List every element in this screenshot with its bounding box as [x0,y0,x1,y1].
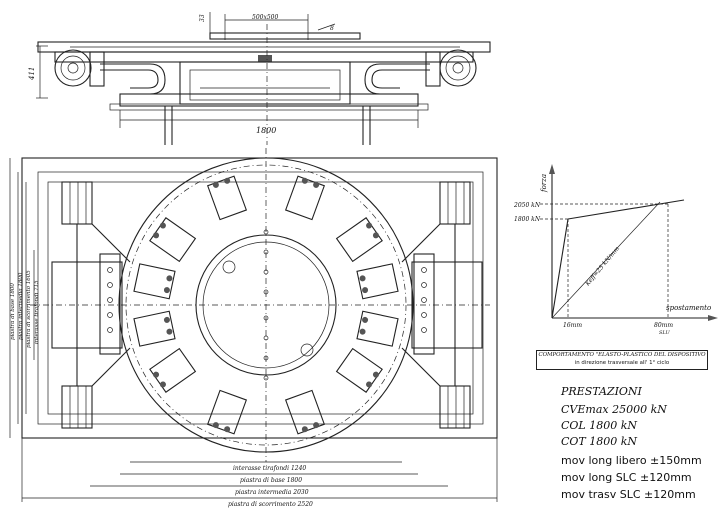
slope-label: Keff=25 kN/mm [584,245,622,288]
performance-item-4: mov long libero ±150mm [561,454,702,467]
plan-view: piastra di base 1800 piastra intermedia … [9,148,498,508]
hlabel-4: piastra di scorrimento 2520 [228,501,313,508]
dim-1800: 1800 [256,126,276,135]
dim-500x500: 500x500 [252,14,278,21]
dim-411: 411 [28,67,36,81]
y-tick-2050: 2050 kN [513,202,541,209]
x-tick-80: 80mm [654,322,673,329]
performance-title: PRESTAZIONI [561,385,642,398]
y-tick-1800: 1800 kN [514,216,541,223]
radial-dampers [133,175,399,435]
right-side-unit [401,181,483,429]
performance-item-6: mov trasv SLC ±120mm [561,488,696,501]
hlabel-3: piastra intermedia 2030 [235,489,309,496]
vlabel-1: piastra di base 1800 [10,283,16,340]
x-axis-label: spostamento [666,304,711,312]
x-tick-16: 16mm [563,322,582,329]
x-tick-sub: SLU [659,330,670,336]
vlabel-4: interasse tirafondi 715 [34,280,40,344]
elevation-view: 500x500 33 8 [28,12,491,145]
dim-33: 33 [199,14,206,22]
center-bolt-column [263,229,269,381]
performance-item-3: COT 1800 kN [561,435,638,448]
vlabel-2: piastra intermedia 1800 [18,272,24,340]
left-side-unit [51,181,131,429]
hlabel-2: piastra di base 1800 [240,477,302,484]
performance-item-1: CVEmax 25000 kN [561,403,667,416]
performance-item-2: COL 1800 kN [561,419,638,432]
hlabel-1: interasse tirafondi 1240 [233,465,306,472]
graph-caption-line2: in direzione trasversale all' 1° ciclo [574,360,670,366]
dim-small: 8 [330,25,334,32]
graph-caption-line1: COMPORTAMENTO "ELASTO-PLASTICO DEL DISPO… [538,352,706,358]
vlabel-3: piastra di scorrimento 1605 [26,270,32,348]
performance-item-5: mov long SLC ±120mm [561,471,692,484]
graph-caption: COMPORTAMENTO "ELASTO-PLASTICO DEL DISPO… [536,350,708,370]
force-displacement-graph: forza spostamento 2050 kN 1800 kN 16mm 8… [513,164,718,336]
y-axis-label: forza [540,174,548,193]
